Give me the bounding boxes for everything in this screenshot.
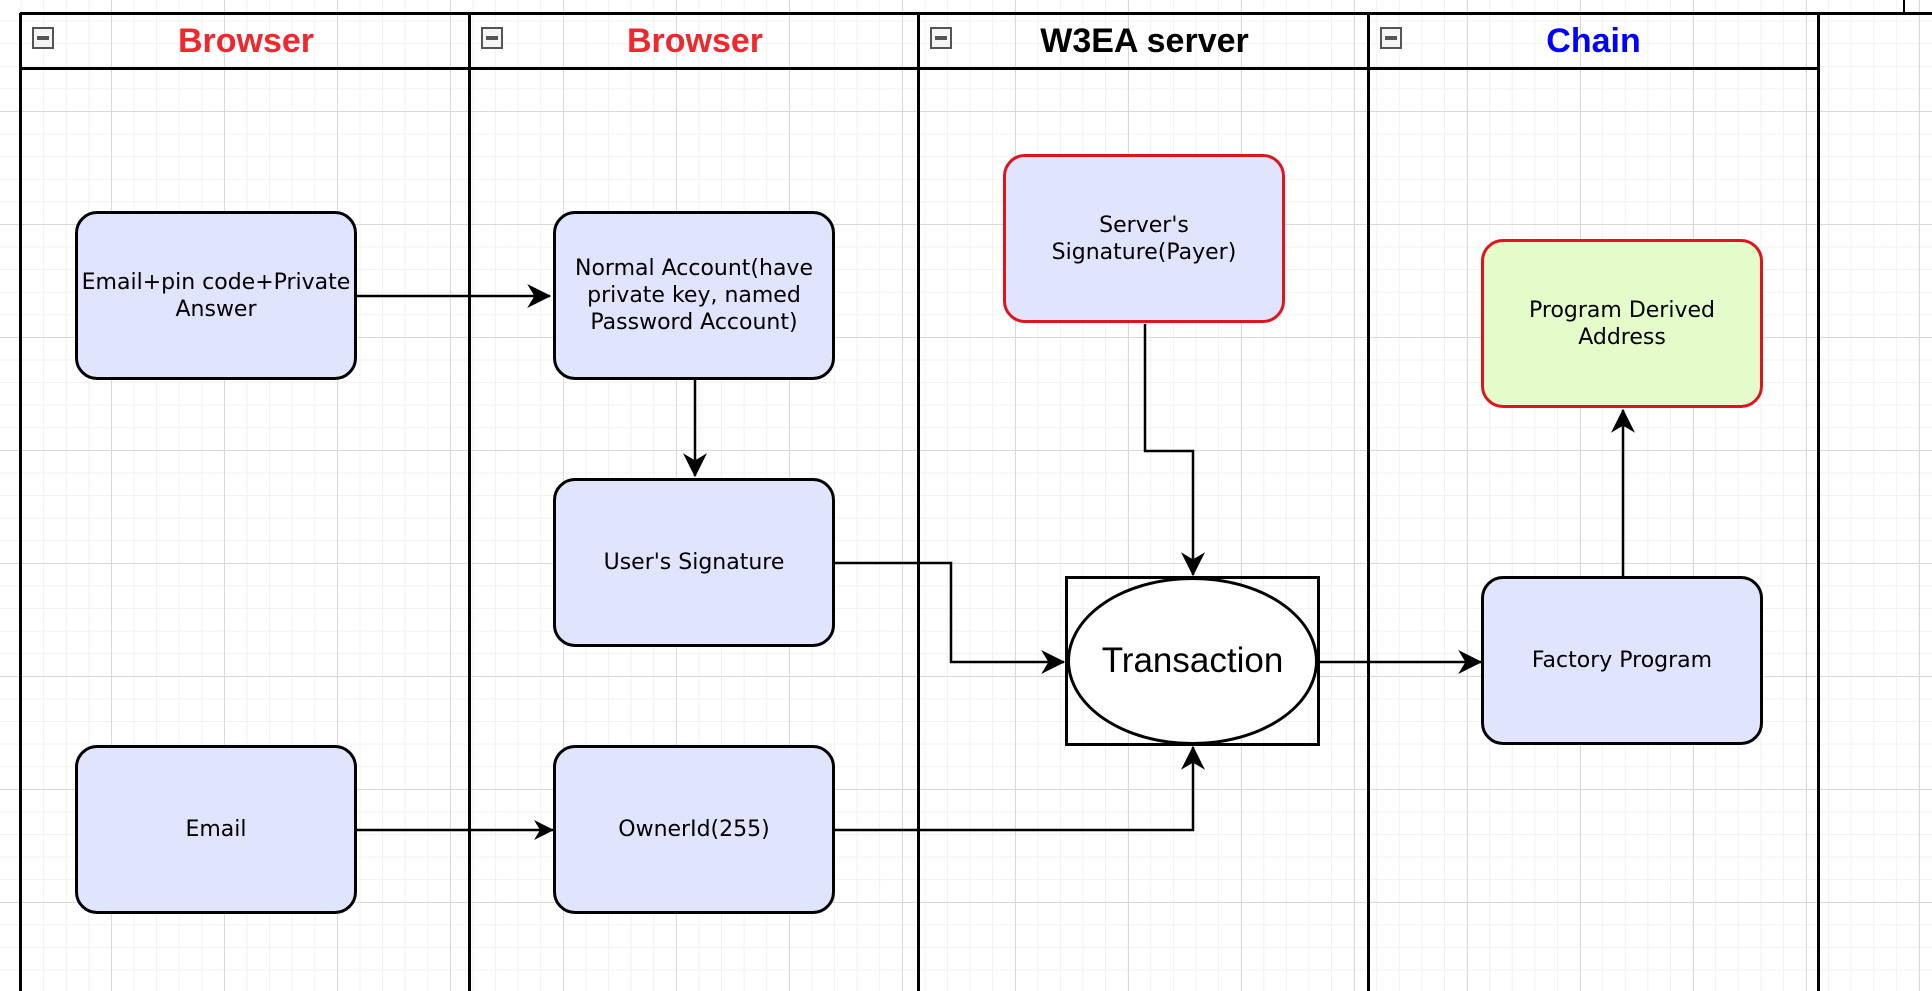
node-users-signature[interactable]: User's Signature <box>553 478 835 647</box>
minus-square-icon[interactable] <box>32 27 54 49</box>
node-label: OwnerId(255) <box>618 817 770 842</box>
lane-header[interactable]: W3EA server <box>920 13 1369 70</box>
pool-right-edge <box>1903 0 1905 14</box>
node-program-derived-address[interactable]: Program Derived Address <box>1481 239 1763 408</box>
node-label: Email+pin code+Private Answer <box>81 269 351 322</box>
node-label: Normal Account(have private key, named P… <box>575 256 813 335</box>
lane-header[interactable]: Chain <box>1370 13 1817 70</box>
edge-owner-id-to-transaction[interactable] <box>834 745 1205 832</box>
lane-header[interactable]: Browser <box>22 13 470 70</box>
minus-square-icon[interactable] <box>481 27 503 49</box>
node-factory-program[interactable]: Factory Program <box>1481 576 1763 745</box>
node-label: Transaction <box>1101 641 1284 680</box>
lane-title: W3EA server <box>1040 22 1249 60</box>
node-transaction[interactable]: Transaction <box>1067 577 1318 745</box>
lane-header[interactable]: Browser <box>471 13 919 70</box>
lane-title: Browser <box>177 22 315 60</box>
minus-square-icon[interactable] <box>930 27 952 49</box>
lane-title: Browser <box>626 22 764 60</box>
node-owner-id[interactable]: OwnerId(255) <box>553 745 835 914</box>
minus-square-icon[interactable] <box>1380 27 1402 49</box>
node-label: Program Derived Address <box>1529 297 1715 350</box>
node-servers-signature[interactable]: Server's Signature(Payer) <box>1003 154 1285 323</box>
node-normal-account[interactable]: Normal Account(have private key, named P… <box>553 211 835 380</box>
node-email-pin-answer[interactable]: Email+pin code+Private Answer <box>75 211 357 380</box>
lane-w3ea-server[interactable]: W3EA server <box>917 13 1369 991</box>
pool-top-border <box>20 12 1932 15</box>
edge-users-signature-to-transaction[interactable] <box>834 561 1066 674</box>
lane-browser-1[interactable]: Browser <box>19 13 470 991</box>
node-email[interactable]: Email <box>75 745 357 914</box>
lane-title: Chain <box>1546 22 1641 60</box>
lane-chain[interactable]: Chain <box>1367 13 1820 991</box>
node-label: Email <box>185 817 247 842</box>
node-label: Factory Program <box>1531 648 1713 673</box>
node-label: User's Signature <box>603 550 785 575</box>
node-label: Server's Signature(Payer) <box>1051 212 1237 265</box>
edge-servers-signature-to-transaction[interactable] <box>1143 324 1205 577</box>
lane-browser-2[interactable]: Browser <box>468 13 919 991</box>
